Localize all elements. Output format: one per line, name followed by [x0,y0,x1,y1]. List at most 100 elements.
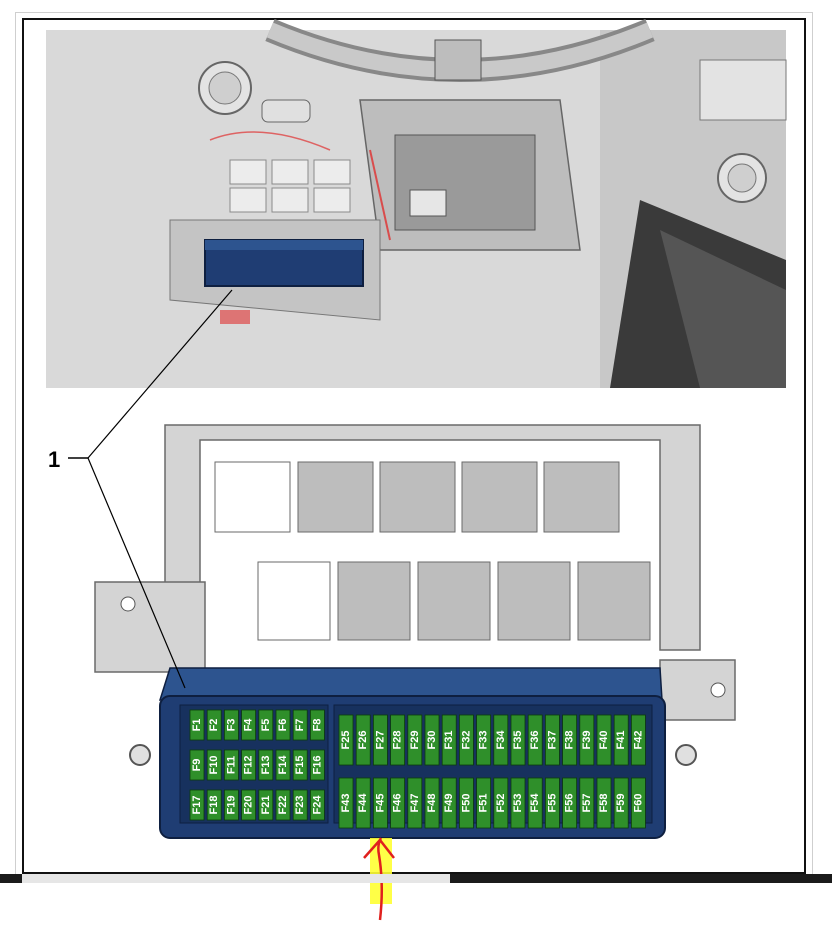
fuse-f59: F59 [613,777,629,829]
callout-number: 1 [48,447,60,472]
fuse-f10: F10 [206,749,222,781]
fuse-label: F46 [392,794,404,813]
fuse-f21: F21 [258,789,274,821]
fuse-label: F1 [191,719,203,732]
fuse-f55: F55 [545,777,560,829]
fuse-label: F53 [512,794,524,813]
fuse-f28: F28 [390,714,406,766]
fuse-label: F17 [191,796,203,815]
fuse-f56: F56 [562,777,577,829]
fuse-label: F25 [340,731,352,750]
fuse-label: F43 [340,794,352,813]
fuse-label: F37 [546,731,558,750]
fuse-f33: F33 [476,714,492,766]
red-arrow-icon [363,837,395,921]
fuse-f29: F29 [407,714,423,766]
fuse-f60: F60 [631,777,646,829]
fuse-f20: F20 [241,789,257,821]
fuse-label: F13 [260,756,272,775]
dashboard-illustration [46,18,787,388]
fuse-f31: F31 [441,714,457,766]
fuse-label: F23 [294,796,306,815]
fuse-label: F10 [208,756,220,775]
fuse-f36: F36 [527,714,543,766]
fuse-label: F22 [277,796,289,815]
fuse-f15: F15 [292,749,308,781]
fuse-f8: F8 [309,709,325,741]
fuse-f4: F4 [241,709,257,741]
fuse-label: F36 [529,731,541,750]
fuse-label: F24 [311,795,323,815]
fuse-f57: F57 [579,777,595,829]
fuse-label: F8 [311,719,323,732]
fuse-label: F50 [460,794,472,813]
fuse-f46: F46 [390,777,406,829]
fuse-label: F27 [374,731,386,750]
fuse-label: F56 [564,794,576,813]
fuse-f18: F18 [206,789,222,821]
fuse-f19: F19 [223,789,239,821]
fuse-f24: F24 [309,789,325,821]
fuse-f42: F42 [631,714,646,766]
fuse-f49: F49 [441,777,457,829]
fuse-label: F9 [191,759,203,772]
fuse-label: F58 [598,794,610,813]
fuse-f22: F22 [275,789,291,821]
fuse-label: F31 [443,731,455,750]
fuse-label: F52 [495,794,507,813]
fuse-label: F29 [409,731,421,750]
fuse-label: F55 [546,794,558,813]
fuse-f54: F54 [527,777,543,829]
fuse-f13: F13 [258,749,274,781]
left-mount-tab [94,581,206,673]
fuse-f37: F37 [545,714,560,766]
leader-line-top [87,289,233,459]
fuse-f44: F44 [355,777,371,829]
fuse-f50: F50 [458,777,474,829]
fuse-f5: F5 [258,709,274,741]
relay-sockets-upper [214,461,620,533]
relay-block [229,159,351,213]
fuse-label: F16 [311,756,323,775]
fuse-f58: F58 [596,777,612,829]
fuse-label: F57 [581,794,593,813]
fuse-label: F6 [277,719,289,732]
fuse-f39: F39 [579,714,595,766]
fuse-label: F5 [260,719,272,732]
fuse-label: F51 [478,794,490,813]
fuse-label: F45 [374,794,386,813]
fuse-f51: F51 [476,777,492,829]
fuse-label: F59 [615,794,627,813]
bottom-bar-light [22,874,450,883]
left-screw [129,744,151,766]
fuse-label: F4 [243,718,255,732]
fuse-f34: F34 [493,714,509,766]
fuse-label: F7 [294,719,306,732]
fuse-f17: F17 [189,789,205,821]
fuse-f43: F43 [338,777,354,829]
fuse-label: F20 [243,796,255,815]
fuse-label: F32 [460,731,472,750]
fuse-f40: F40 [596,714,612,766]
fuse-f53: F53 [510,777,526,829]
fuse-label: F33 [478,731,490,750]
fuse-label: F3 [225,719,237,732]
fuse-f14: F14 [275,749,291,781]
fuse-label: F30 [426,731,438,750]
fuse-f1: F1 [189,709,205,741]
fuse-label: F44 [357,793,369,813]
fuse-label: F40 [598,731,610,750]
fuse-label: F12 [243,756,255,775]
fuse-f23: F23 [292,789,308,821]
fuse-label: F42 [632,731,644,750]
fuse-label: F49 [443,794,455,813]
fuse-label: F11 [225,756,237,774]
fuse-label: F21 [260,796,272,815]
fuse-f30: F30 [424,714,440,766]
fuse-label: F15 [294,756,306,775]
fuse-label: F34 [495,730,507,750]
fuse-f2: F2 [206,709,222,741]
fuse-label: F48 [426,794,438,813]
